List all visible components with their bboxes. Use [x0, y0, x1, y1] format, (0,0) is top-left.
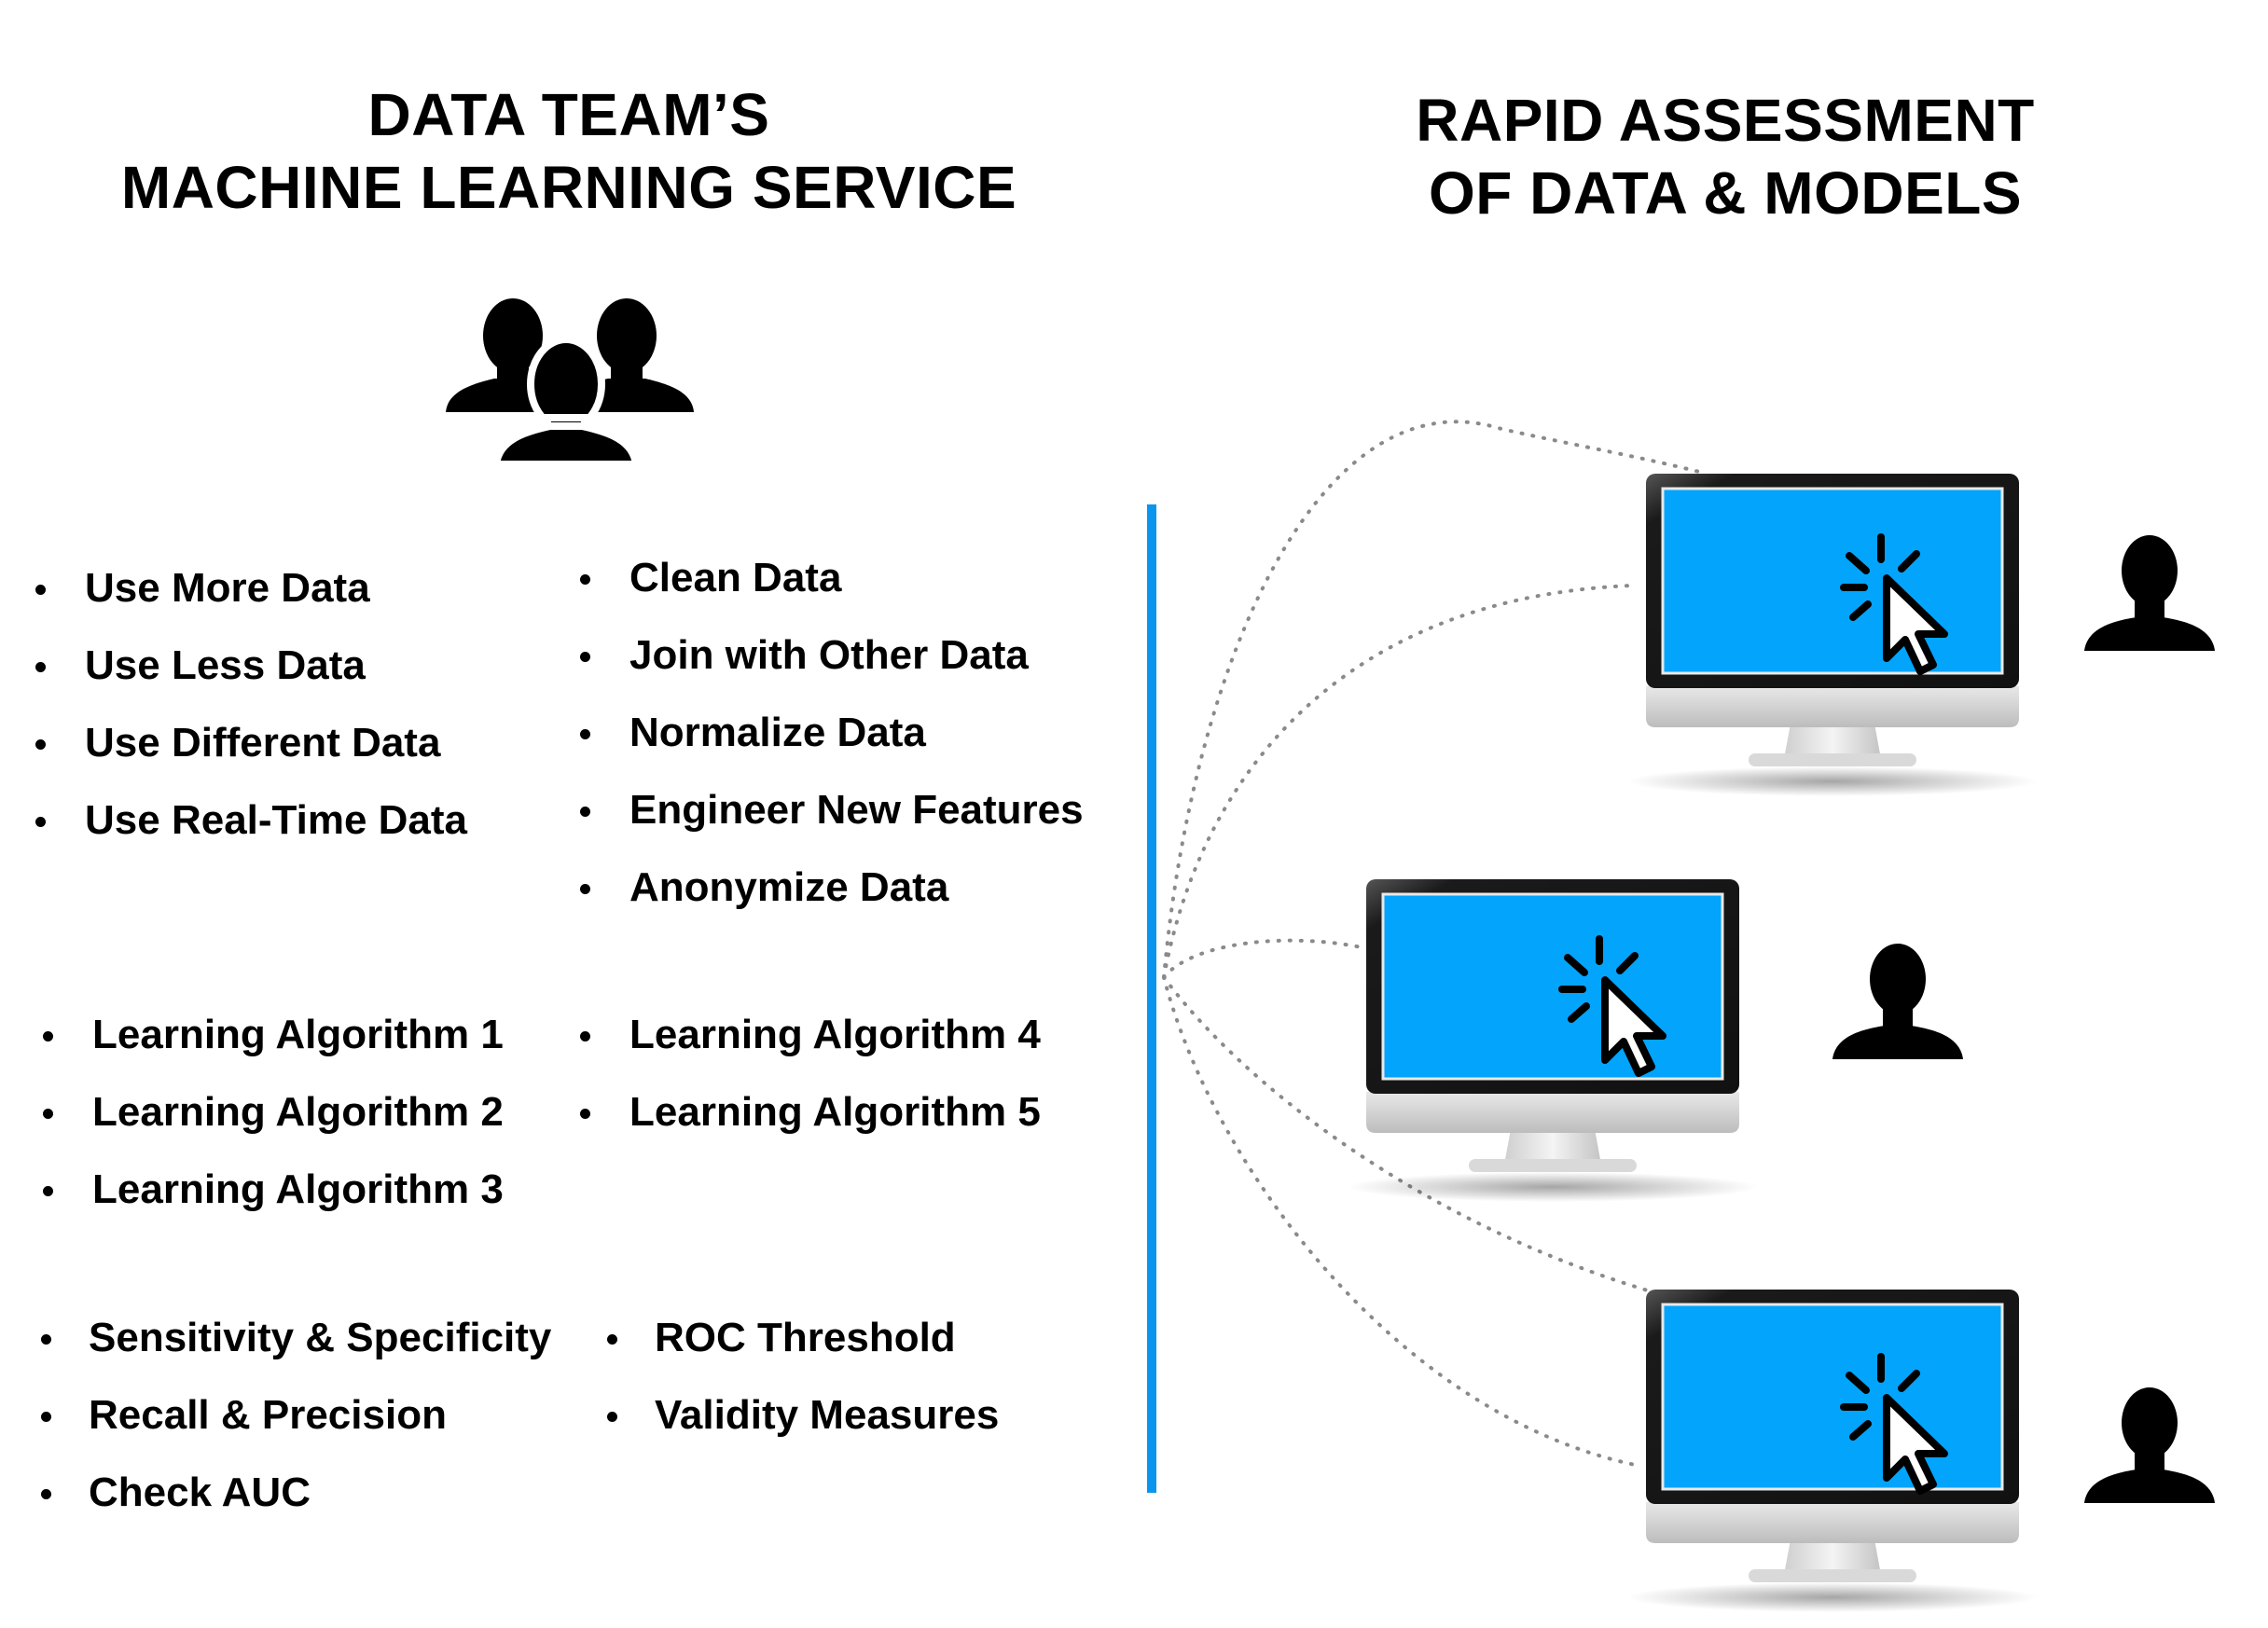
- user-silhouette-icon: [1832, 944, 1963, 1059]
- connector-line: [1162, 420, 1708, 979]
- list-item: Recall & Precision: [37, 1392, 551, 1469]
- service-title-line-2: MACHINE LEARNING SERVICE: [120, 154, 1017, 221]
- list-item: Learning Algorithm 5: [576, 1089, 1041, 1166]
- assessment-title-line-1: RAPID ASSESSMENT: [1416, 87, 2035, 154]
- list-item: Check AUC: [37, 1469, 551, 1547]
- list-item: Use More Data: [32, 565, 467, 642]
- assessment-title: RAPID ASSESSMENT OF DATA & MODELS: [1380, 84, 2070, 229]
- list-item: Learning Algorithm 1: [39, 1012, 504, 1089]
- user-silhouette-icon: [2084, 535, 2215, 651]
- connector-line: [1162, 938, 1363, 979]
- list-item: Validity Measures: [603, 1392, 999, 1469]
- list-item: Use Different Data: [32, 720, 467, 797]
- algorithms-list-1: Learning Algorithm 1 Learning Algorithm …: [39, 1012, 504, 1244]
- list-item: ROC Threshold: [603, 1315, 999, 1392]
- algorithms-list-2: Learning Algorithm 4 Learning Algorithm …: [576, 1012, 1041, 1166]
- list-item: Anonymize Data: [576, 864, 1084, 942]
- metrics-list-2: ROC Threshold Validity Measures: [603, 1315, 999, 1469]
- section-divider: [1147, 504, 1156, 1493]
- connector-line: [1162, 975, 1641, 1468]
- list-item: Sensitivity & Specificity: [37, 1315, 551, 1392]
- list-item: Learning Algorithm 2: [39, 1089, 504, 1166]
- connector-line: [1162, 584, 1634, 979]
- list-item: Join with Other Data: [576, 632, 1084, 710]
- desktop-monitor-icon: [1346, 877, 1760, 1204]
- list-item: Learning Algorithm 3: [39, 1166, 504, 1244]
- list-item: Use Less Data: [32, 642, 467, 720]
- list-item: Use Real-Time Data: [32, 797, 467, 875]
- desktop-monitor-icon: [1625, 1288, 2040, 1614]
- list-item: Engineer New Features: [576, 787, 1084, 864]
- connector-lines: [1162, 420, 1708, 1468]
- list-item: Learning Algorithm 4: [576, 1012, 1041, 1089]
- assessment-title-line-2: OF DATA & MODELS: [1428, 159, 2023, 227]
- service-title-line-1: DATA TEAM’S: [367, 81, 770, 148]
- service-title: DATA TEAM’S MACHINE LEARNING SERVICE: [103, 78, 1035, 224]
- data-actions-list-1: Use More Data Use Less Data Use Differen…: [32, 565, 467, 875]
- list-item: Normalize Data: [576, 710, 1084, 787]
- data-actions-list-2: Clean Data Join with Other Data Normaliz…: [576, 555, 1084, 942]
- desktop-monitor-icon: [1625, 472, 2040, 798]
- user-silhouette-icon: [2084, 1387, 2215, 1503]
- list-item: Clean Data: [576, 555, 1084, 632]
- metrics-list-1: Sensitivity & Specificity Recall & Preci…: [37, 1315, 551, 1547]
